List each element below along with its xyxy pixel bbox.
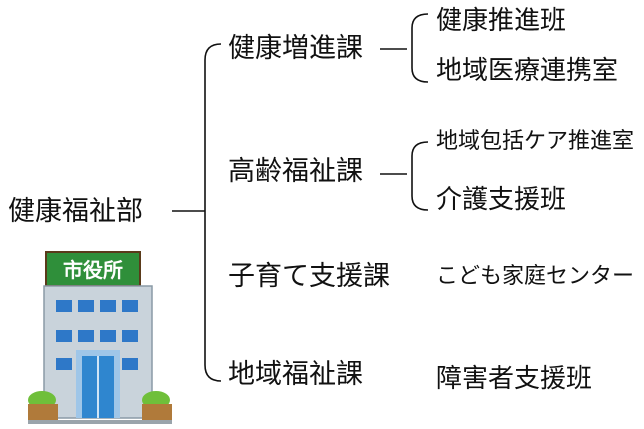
- unit-kenko-suishin: 健康推進班: [436, 6, 567, 36]
- city-hall-sign: 市役所: [63, 258, 123, 282]
- unit-chiiki-iryo: 地域医療連携室: [436, 56, 619, 86]
- division-chiiki-fukushi: 地域福祉課: [228, 359, 363, 390]
- city-hall-building-icon: 市役所: [28, 251, 172, 424]
- unit-kaigo-shien: 介護支援班: [436, 185, 567, 215]
- unit-shogaisha-shien: 障害者支援班: [436, 364, 593, 394]
- department-label: 健康福祉部: [8, 196, 143, 227]
- division-kosodate-shien: 子育て支援課: [228, 261, 390, 292]
- unit-kodomo-katei: こども家庭センター: [436, 264, 635, 289]
- unit-chiiki-hokatsu: 地域包括ケア推進室: [436, 129, 635, 154]
- division-korei-fukushi: 高齢福祉課: [228, 156, 363, 187]
- division-kenko-zoshin: 健康増進課: [228, 33, 363, 64]
